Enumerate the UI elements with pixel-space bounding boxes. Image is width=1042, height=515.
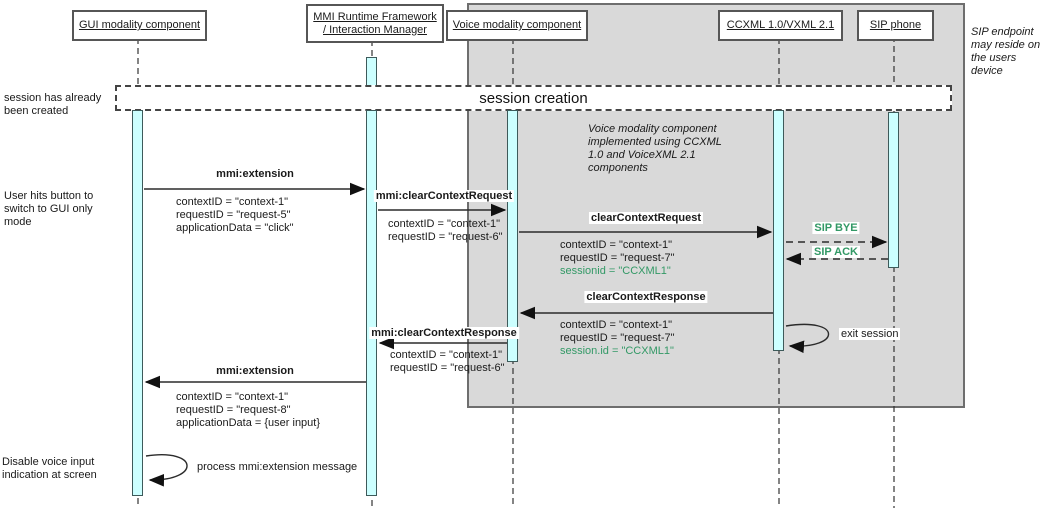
clear-context-request-label: clearContextRequest <box>588 212 704 224</box>
process-extension-label: process mmi:extension message <box>197 461 358 473</box>
mmi-clear-context-response-params: contextID = "context-1" requestID = "req… <box>390 349 505 374</box>
annotation-user-hits-button: User hits button to switch to GUI only m… <box>4 190 94 228</box>
mmi-clear-context-response-label: mmi:clearContextResponse <box>369 327 519 339</box>
note-voice-component: Voice modality component implemented usi… <box>588 123 722 174</box>
mmi-extension-1-params: contextID = "context-1" requestID = "req… <box>176 196 294 234</box>
mmi-extension-2-params: contextID = "context-1" requestID = "req… <box>176 391 321 429</box>
session-creation-frame: session creation <box>115 85 952 111</box>
process-extension-self-loop <box>145 454 188 487</box>
annotation-disable-voice: Disable voice input indication at screen <box>2 456 97 481</box>
gui-header-box: GUI modality component <box>72 10 207 41</box>
session-creation-label: session creation <box>479 89 588 107</box>
annotation-session-created: session has already been created <box>4 92 102 117</box>
voice-subsystem-region <box>467 3 965 408</box>
ccxml-activation-bar <box>773 110 784 351</box>
voice-header-box: Voice modality component <box>446 10 588 41</box>
note-sip-endpoint: SIP endpoint may reside on the users dev… <box>971 26 1041 77</box>
sip-ack-label: SIP ACK <box>811 246 861 258</box>
mmi-header-label-line1: MMI Runtime Framework <box>313 10 437 23</box>
exit-session-self-loop <box>785 323 830 354</box>
ccxml-header-label: CCXML 1.0/VXML 2.1 <box>726 19 835 31</box>
gui-header-label: GUI modality component <box>78 19 201 31</box>
sip-header-box: SIP phone <box>857 10 934 41</box>
gui-activation-bar <box>132 110 143 496</box>
sip-header-label: SIP phone <box>869 19 922 31</box>
mmi-extension-1-label: mmi:extension <box>216 168 294 180</box>
mmi-header-box: MMI Runtime Framework / Interaction Mana… <box>306 4 444 43</box>
sip-bye-label: SIP BYE <box>812 222 860 234</box>
exit-session-label: exit session <box>839 328 901 340</box>
clear-context-response-params: contextID = "context-1" requestID = "req… <box>560 319 675 357</box>
mmi-clear-context-request-params: contextID = "context-1" requestID = "req… <box>388 218 503 243</box>
voice-activation-bar <box>507 110 518 362</box>
sip-activation-bar <box>888 112 899 268</box>
mmi-activation-bar <box>366 110 377 496</box>
voice-header-label: Voice modality component <box>452 19 582 31</box>
mmi-extension-2-label: mmi:extension <box>216 365 294 377</box>
mmi-clear-context-request-label: mmi:clearContextRequest <box>373 190 515 202</box>
ccxml-header-box: CCXML 1.0/VXML 2.1 <box>718 10 843 41</box>
clear-context-response-label: clearContextResponse <box>584 291 708 303</box>
clear-context-request-params: contextID = "context-1" requestID = "req… <box>560 239 675 277</box>
mmi-header-label-line2: / Interaction Manager <box>323 23 427 36</box>
